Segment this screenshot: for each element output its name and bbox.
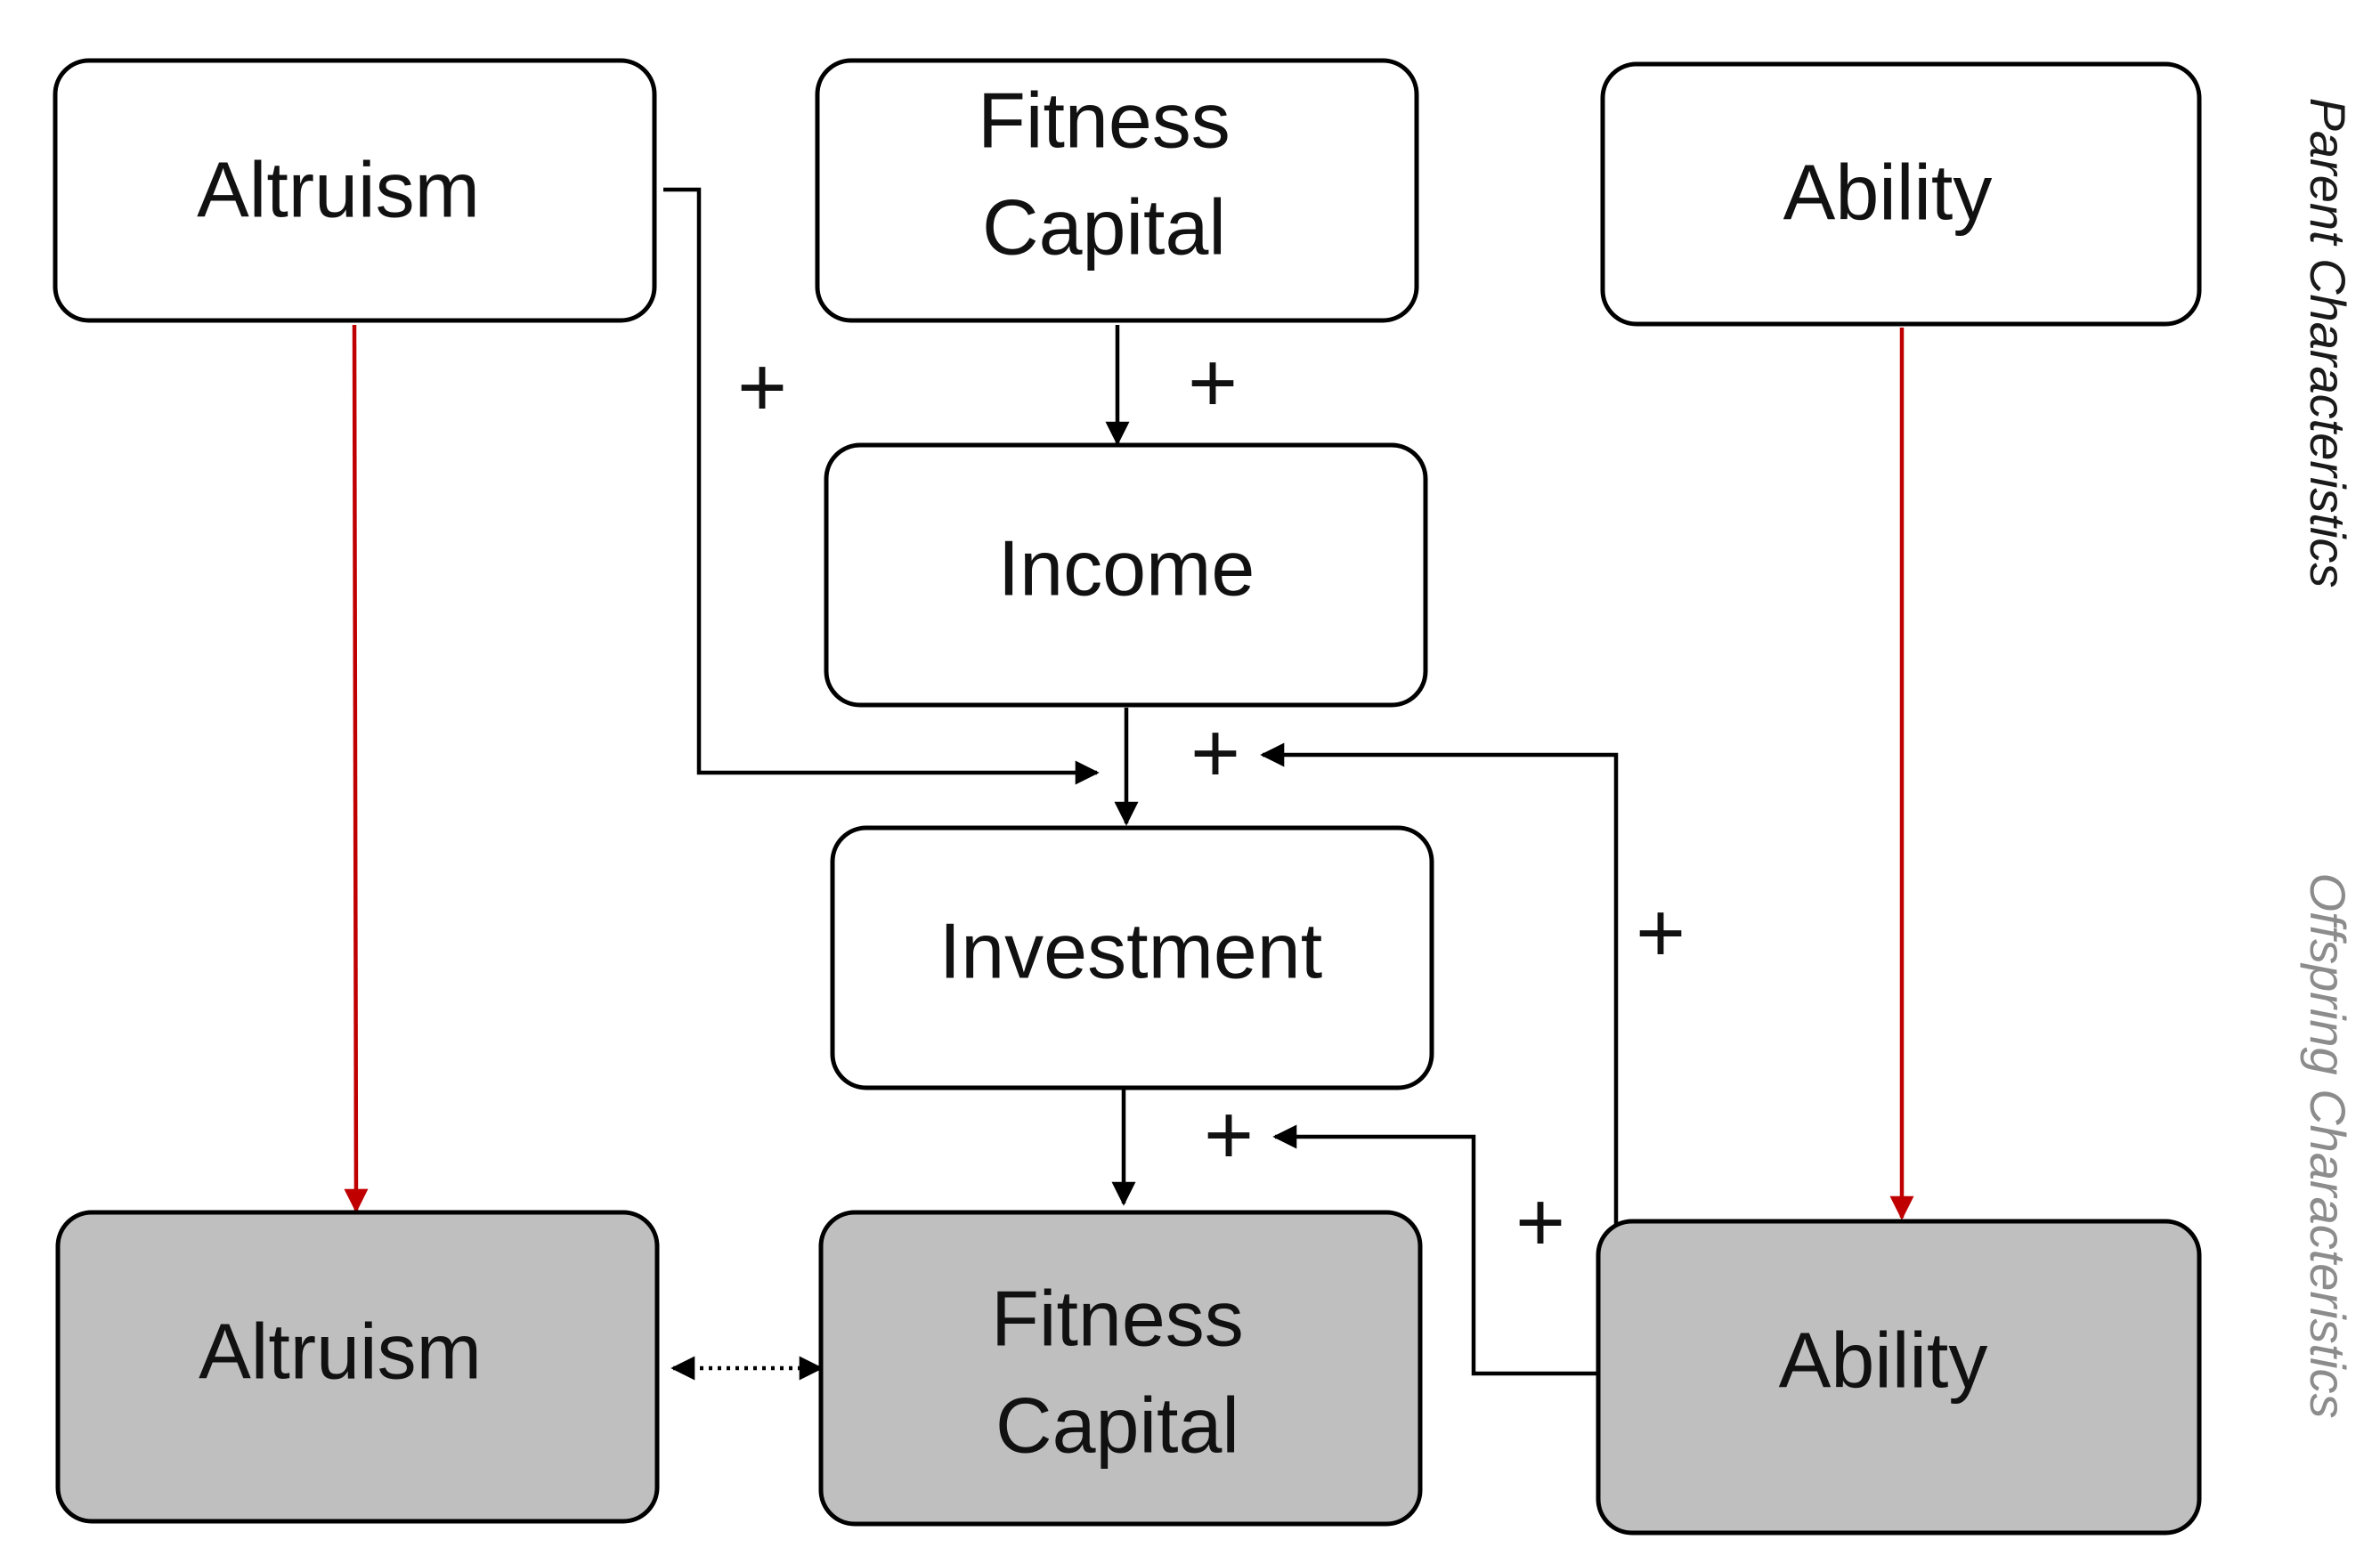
node-income: Income: [824, 442, 1428, 708]
node-parent-altruism-box: [53, 58, 657, 323]
side-label-offspring: Offspring Characteristics: [2300, 872, 2356, 1418]
node-parent-fitness-capital: Fitness Capital: [815, 58, 1419, 323]
node-offspring-altruism-box: [55, 1210, 660, 1524]
side-labels: Parent Characteristics Offspring Charact…: [2300, 98, 2356, 1419]
node-offspring-fitness-capital-label-line2: Capital: [995, 1381, 1239, 1469]
side-label-parent: Parent Characteristics: [2300, 98, 2356, 588]
node-income-label: Income: [998, 523, 1255, 612]
node-parent-ability: Ability: [1600, 61, 2202, 327]
edge-signs: + + + + + +: [737, 335, 1685, 1269]
node-offspring-ability: Ability: [1596, 1219, 2202, 1536]
sign-ability-to-fitness: +: [1515, 1174, 1565, 1269]
node-parent-fitness-capital-box: [815, 58, 1419, 323]
nodes: Altruism Fitness Capital Ability Income …: [53, 58, 2202, 1536]
edges: [344, 187, 1914, 1381]
sign-altruism-to-investment: +: [737, 339, 787, 434]
node-parent-altruism-label: Altruism: [197, 145, 480, 233]
sign-income-to-investment: +: [1190, 705, 1240, 800]
node-investment-label: Investment: [939, 906, 1322, 994]
node-parent-ability-box: [1600, 61, 2202, 327]
node-offspring-altruism: Altruism: [55, 1210, 660, 1524]
node-parent-ability-label: Ability: [1783, 148, 1993, 236]
node-parent-fitness-capital-label-line2: Capital: [982, 182, 1226, 271]
node-offspring-fitness-capital-box: [818, 1210, 1423, 1527]
node-parent-altruism: Altruism: [53, 58, 657, 323]
edge-ability-to-fitness: [1272, 1124, 1598, 1376]
node-parent-fitness-capital-label-line1: Fitness: [978, 76, 1231, 164]
edge-altruism-to-investment: [663, 187, 1100, 785]
sign-fitness-to-income: +: [1188, 335, 1238, 430]
node-income-box: [824, 442, 1428, 708]
sign-investment-to-fitness: +: [1204, 1087, 1254, 1182]
node-offspring-ability-box: [1596, 1219, 2202, 1536]
node-investment: Investment: [830, 825, 1434, 1090]
node-investment-box: [830, 825, 1434, 1090]
node-offspring-fitness-capital: Fitness Capital: [818, 1210, 1423, 1527]
node-offspring-fitness-capital-label-line1: Fitness: [991, 1274, 1244, 1362]
edge-ability-to-investment: [1260, 742, 1619, 1227]
node-offspring-altruism-label: Altruism: [199, 1307, 482, 1395]
edge-altruism-inheritance: [344, 324, 369, 1213]
sign-ability-to-investment: +: [1636, 885, 1685, 980]
node-offspring-ability-label: Ability: [1779, 1316, 1988, 1404]
